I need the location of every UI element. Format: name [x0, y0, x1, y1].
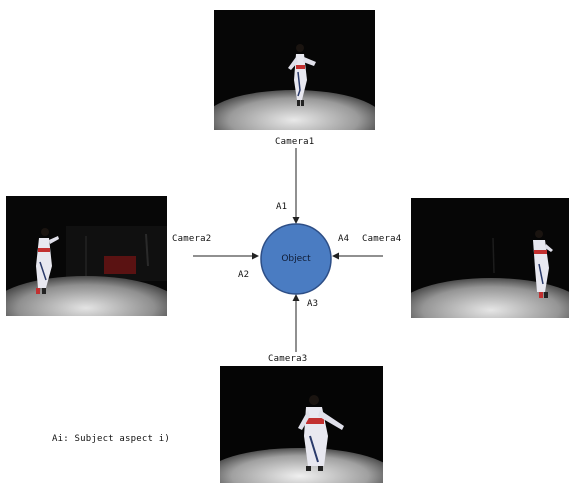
camera3-photo [220, 366, 383, 483]
camera2-photo [6, 196, 167, 316]
camera3-label: Camera3 [268, 354, 308, 364]
camera1-photo [214, 10, 375, 130]
angle-a2-label: A2 [238, 270, 250, 280]
angle-a4-label: A4 [338, 234, 350, 244]
angle-a1-label: A1 [276, 202, 288, 212]
legend-text: Ai: Subject aspect i) [52, 434, 170, 444]
camera4-photo [411, 198, 569, 318]
object-label: Object [281, 254, 311, 264]
camera4-label: Camera4 [362, 234, 402, 244]
angle-a3-label: A3 [307, 299, 319, 309]
camera1-label: Camera1 [275, 137, 315, 147]
camera2-label: Camera2 [172, 234, 212, 244]
object-circle [260, 223, 332, 295]
